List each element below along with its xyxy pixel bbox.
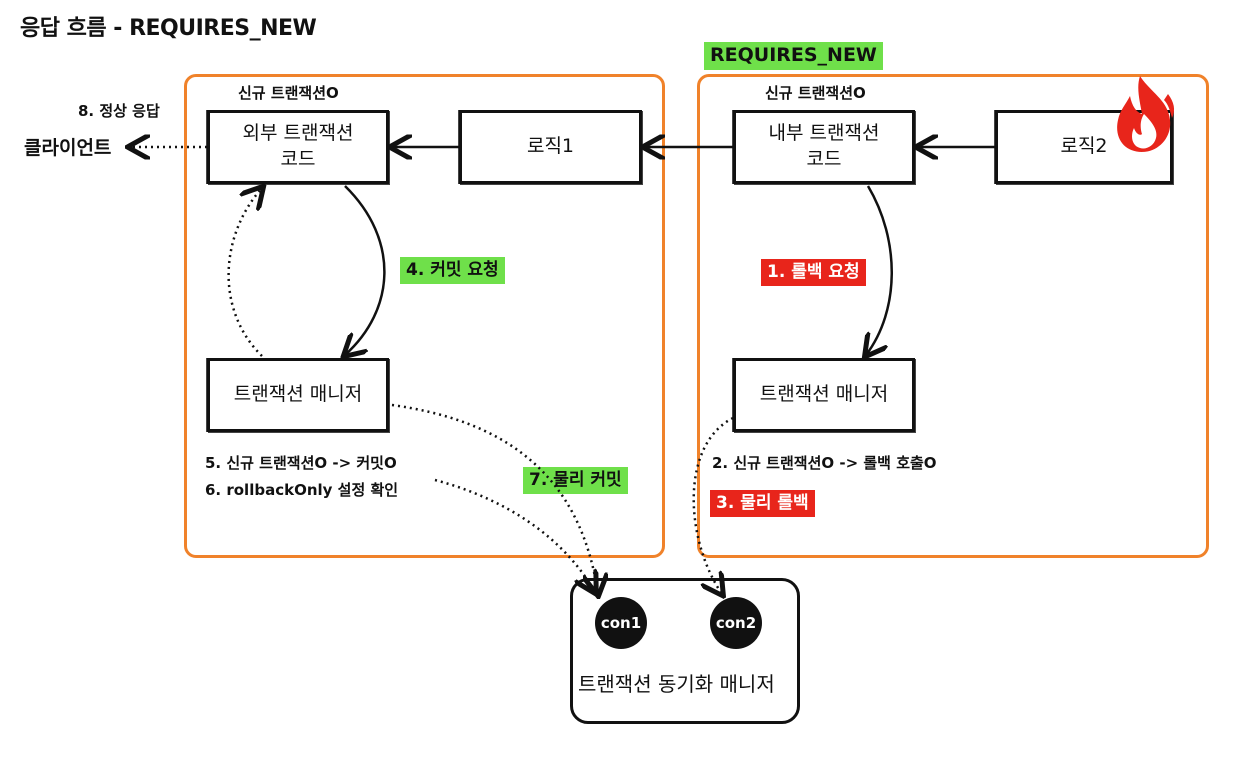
arrow-rollback-request <box>866 185 893 355</box>
requires-new-tag: REQUIRES_NEW <box>704 42 883 70</box>
arrow-rollbackonly-check <box>434 478 595 592</box>
arrow-manager-to-outer-code <box>227 188 262 357</box>
sync-manager-label: 트랜잭션 동기화 매니저 <box>578 672 775 696</box>
inner-new-tx-label: 신규 트랜잭션O <box>765 84 866 102</box>
arrow-commit-request <box>345 185 386 355</box>
physical-rollback-tag: 3. 물리 롤백 <box>710 490 815 518</box>
fire-icon <box>1110 74 1180 154</box>
inner-transaction-region <box>697 74 1209 558</box>
rollback-request-tag: 1. 롤백 요청 <box>761 259 866 287</box>
commit-request-tag: 4. 커밋 요청 <box>400 257 505 285</box>
inner-transaction-code-box: 내부 트랜잭션 코드 <box>733 110 915 184</box>
inner-transaction-manager-box: 트랜잭션 매니저 <box>733 358 915 432</box>
outer-new-tx-label: 신규 트랜잭션O <box>238 84 339 102</box>
arrow-physical-rollback <box>692 416 734 594</box>
outer-transaction-code-box: 외부 트랜잭션 코드 <box>207 110 389 184</box>
arrow-physical-commit <box>391 403 598 594</box>
step5-label: 5. 신규 트랜잭션O -> 커밋O <box>205 454 397 472</box>
connection-con1: con1 <box>595 597 647 649</box>
step6-label: 6. rollbackOnly 설정 확인 <box>205 481 399 499</box>
normal-response-label: 8. 정상 응답 <box>78 102 160 120</box>
physical-commit-tag: 7. 물리 커밋 <box>523 467 628 495</box>
page-title: 응답 흐름 - REQUIRES_NEW <box>20 16 317 41</box>
client-label: 클라이언트 <box>24 137 112 159</box>
outer-transaction-region <box>184 74 665 558</box>
logic1-box: 로직1 <box>459 110 642 184</box>
outer-transaction-manager-box: 트랜잭션 매니저 <box>207 358 389 432</box>
connection-con2: con2 <box>710 597 762 649</box>
step2-label: 2. 신규 트랜잭션O -> 롤백 호출O <box>712 454 937 472</box>
